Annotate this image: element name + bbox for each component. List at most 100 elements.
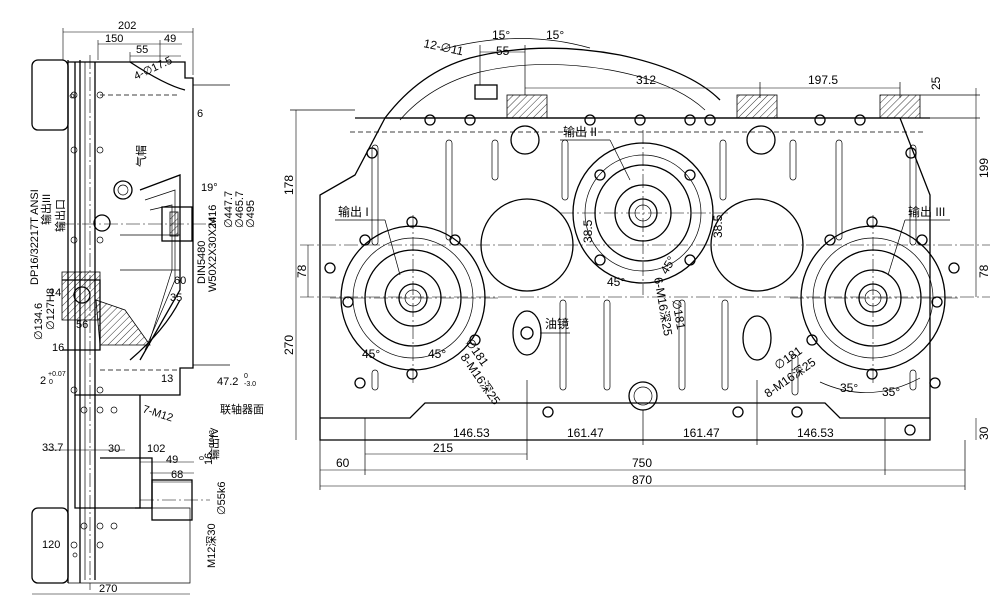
dim-197: 197.5 [808, 73, 838, 87]
dim-16: 16 [52, 342, 64, 354]
top-port-left [510, 125, 540, 155]
dim-16k: 16 [203, 453, 215, 465]
dim-7-m12: 7-M12 [141, 403, 174, 424]
dim-45-c: 45° [362, 347, 380, 361]
dim-60: 60 [174, 275, 186, 287]
dim-38-b: 38.5 [711, 214, 725, 238]
top-flange-plate [31, 59, 69, 131]
dim-55: 55 [136, 44, 148, 56]
label-flange-std: DP16/32217T ANSI [29, 189, 41, 285]
dim-215: 215 [433, 441, 453, 455]
side-view: 202 150 55 49 [29, 20, 264, 595]
dim-45-d: 45° [428, 347, 446, 361]
dim-56: 56 [76, 319, 88, 331]
top-arch [384, 47, 721, 119]
dim-15deg-a: 15° [492, 28, 510, 42]
dim-d181-ii: ∅181 [669, 298, 688, 331]
dim-2: 2 [40, 375, 46, 387]
dim-6: 6 [197, 108, 203, 120]
dim-2-lo: 0 [49, 379, 53, 386]
front-bolt-holes [324, 114, 960, 436]
dim-78-right: 78 [977, 264, 991, 278]
dim-30: 30 [108, 443, 120, 455]
dim-16k-lo: -0.043 [209, 430, 216, 450]
dim-d447: ∅447.7 [223, 191, 235, 228]
dim-m12deep: M12深30 [205, 523, 218, 568]
dim-199: 199 [977, 158, 991, 178]
dim-120: 120 [42, 539, 60, 551]
dim-55-front: 55 [496, 44, 510, 58]
dim-750: 750 [632, 456, 652, 470]
dim-49: 49 [164, 33, 176, 45]
label-out-ii: 输出 II [563, 124, 597, 139]
dim-47: 47.2 [217, 376, 238, 388]
dim-35-b: 35° [882, 385, 900, 399]
front-view: 15° 15° 55 12-∅11 312 197.5 25 178 199 7… [282, 28, 991, 490]
dim-25: 25 [929, 76, 943, 90]
label-out-iv: 输出IV [207, 427, 221, 460]
top-port-right [746, 125, 776, 155]
dim-146-b: 146.53 [797, 426, 834, 440]
dim-d495: ∅495 [245, 200, 257, 228]
idler-circle-left [480, 198, 574, 292]
sight-glass-right [742, 315, 772, 361]
dim-150: 150 [105, 33, 123, 45]
breather-cap [474, 84, 498, 100]
dim-spline: W50X2X30X24 [207, 217, 219, 292]
dim-270-front: 270 [282, 335, 296, 355]
dim-19deg: 19° [201, 182, 218, 194]
dim-161-b: 161.47 [683, 426, 720, 440]
dim-45-a: 45° [607, 275, 625, 289]
dim-68: 68 [171, 469, 183, 481]
stiffener-slots [371, 139, 917, 396]
label-out-port: 输出口 [53, 199, 67, 232]
dim-d55k: ∅55k6 [216, 482, 228, 515]
label-sight-glass: 油镜 [545, 316, 569, 331]
dim-102: 102 [147, 443, 165, 455]
dim-d127: ∅127H8 [45, 288, 57, 330]
dim-312: 312 [636, 73, 656, 87]
dim-202: 202 [118, 20, 136, 32]
label-breather: 气帽 [134, 145, 148, 167]
housing-outline [68, 61, 194, 396]
lifting-lug-3 [879, 94, 921, 119]
bearing-output-ii [560, 130, 730, 295]
dim-78-left: 78 [295, 264, 309, 278]
dim-4-holes: 4-∅17.5 [132, 55, 174, 83]
dim-49b: 49 [166, 454, 178, 466]
dim-din: DIN5480 [196, 241, 208, 284]
coupling-face-label: 联轴器面 [220, 402, 264, 416]
lifting-lug-1 [506, 94, 548, 119]
side-circle-b [93, 214, 111, 232]
dim-270: 270 [99, 583, 117, 595]
label-out-i: 输出 I [338, 204, 369, 219]
dim-60-front: 60 [336, 456, 350, 470]
side-bolts [69, 91, 118, 558]
dim-33: 33.7 [42, 442, 63, 454]
lifting-lug-2 [736, 94, 778, 119]
dim-38-a: 38.5 [581, 219, 595, 243]
dim-178: 178 [282, 175, 296, 195]
dim-15deg-b: 15° [546, 28, 564, 42]
dim-35: 35 [170, 292, 182, 304]
dim-30-front: 30 [977, 426, 991, 440]
dim-13: 13 [161, 373, 173, 385]
dim-47-up: 0 [244, 373, 248, 380]
label-out-iii-front: 输出 III [908, 204, 945, 219]
sight-glass [512, 310, 542, 356]
label-out-iii-side: 输出III [39, 194, 53, 225]
drain-port [628, 381, 658, 411]
bearing-output-i [330, 215, 500, 385]
dim-47-lo: -3.0 [244, 381, 256, 388]
bearing-output-iii [790, 215, 960, 385]
dim-146-a: 146.53 [453, 426, 490, 440]
dim-2-up: +0.07 [48, 371, 66, 378]
dim-161-a: 161.47 [567, 426, 604, 440]
side-circle-a [113, 180, 133, 200]
dim-d134: ∅134.6 [33, 303, 45, 340]
dim-m16: M16 [207, 205, 219, 226]
dim-d465: ∅465.7 [234, 191, 246, 228]
dim-870: 870 [632, 473, 652, 487]
idler-circle-right [710, 198, 804, 292]
